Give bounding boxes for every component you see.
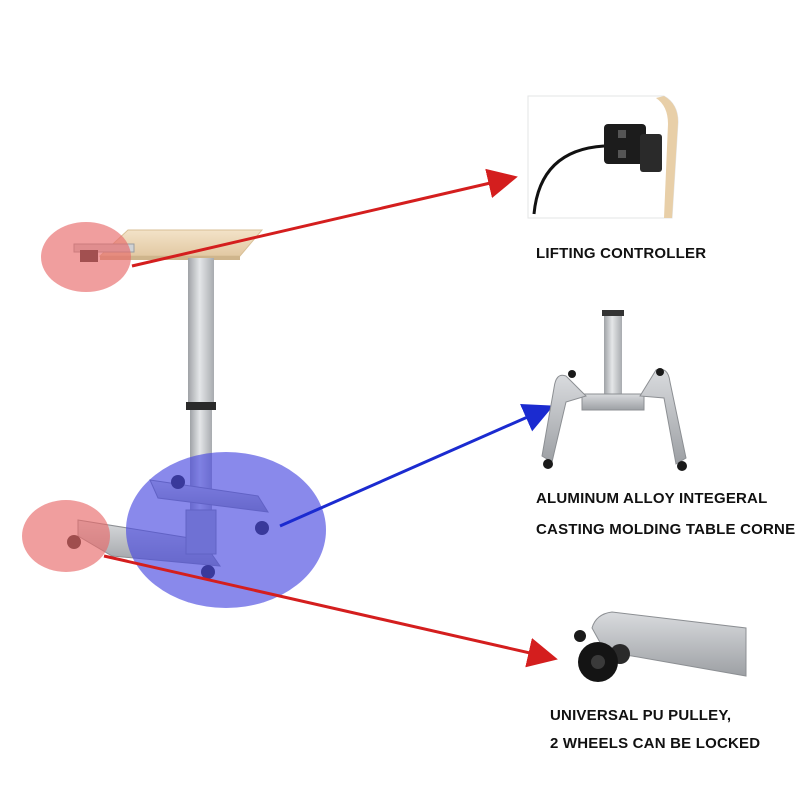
lifting-controller-label: LIFTING CONTROLLER: [536, 245, 707, 262]
arrow-to-pulley: [103, 554, 558, 668]
pulley-label-line2: 2 WHEELS CAN BE LOCKED: [550, 735, 761, 752]
controller-handle: [604, 124, 646, 164]
column-collar: [186, 402, 216, 410]
arrow-to-lifting-controller: [131, 168, 518, 268]
detail-lifting-controller: [527, 95, 679, 219]
base-label-line1: ALUMINUM ALLOY INTEGERAL: [536, 490, 768, 507]
column-upper: [188, 258, 214, 408]
highlight-pulley-zone: [22, 500, 110, 572]
detail-base: [541, 310, 687, 471]
detail-pulley: [574, 611, 747, 682]
highlight-controller-zone: [41, 222, 131, 292]
controller-cable: [532, 144, 605, 215]
base-label-line2: CASTING MOLDING TABLE CORNE: [536, 521, 796, 538]
arrow-to-base: [279, 403, 554, 528]
pulley-label-line1: UNIVERSAL PU PULLEY,: [550, 707, 732, 724]
highlight-base-zone: [126, 452, 326, 608]
